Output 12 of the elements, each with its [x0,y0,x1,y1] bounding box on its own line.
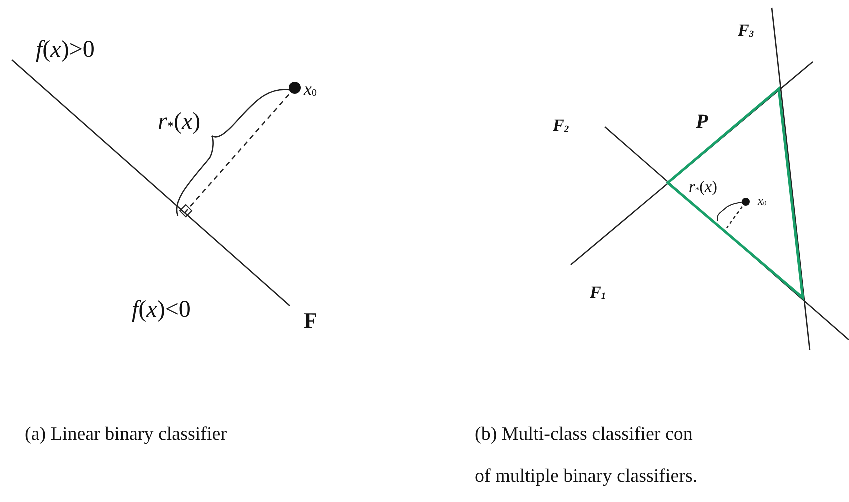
boundary-label: F [304,310,318,332]
caption: (b) Multi-class classifier con [475,425,693,444]
boundary-label: F$_{3}$ [738,22,754,40]
boundary-label: F$_{2}$ [553,117,570,136]
caption: of multiple binary classifiers. [475,467,698,486]
inequality-label: f(x)>0 [36,38,95,62]
caption: (a) Linear binary classifier [25,425,228,444]
point-label: x$_{0}$ [758,195,767,208]
boundary-label: F$_{1}$ [590,284,606,302]
point-label: x$_{0}$ [304,80,317,99]
region-label: P [696,112,708,132]
inequality-label: f(x)<0 [132,298,191,322]
